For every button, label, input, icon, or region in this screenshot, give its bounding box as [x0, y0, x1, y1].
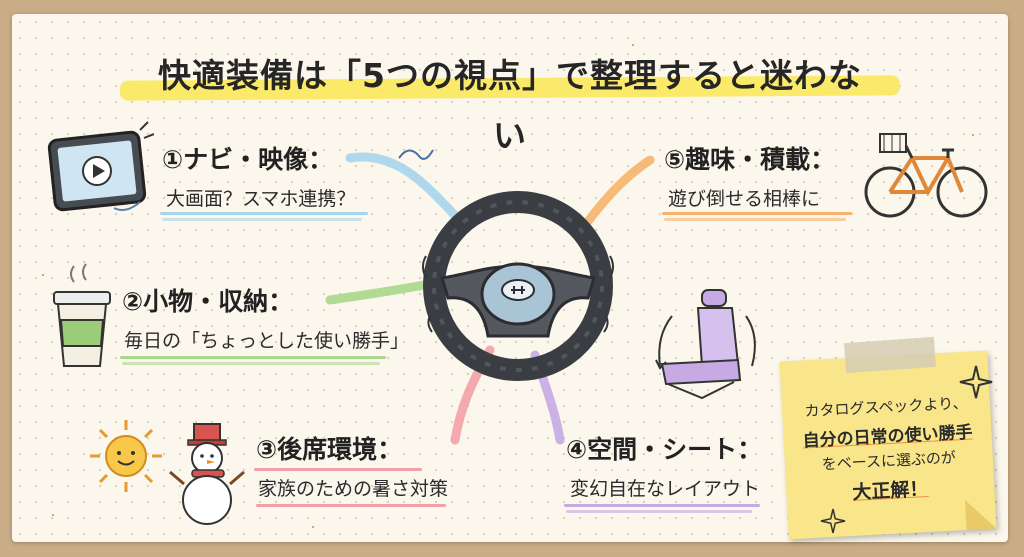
item-heading-3: ③後席環境： [256, 435, 403, 464]
coffee-cup-icon [53, 263, 111, 367]
item-heading-1: ①ナビ・映像： [162, 145, 334, 174]
car-seat-icon [655, 289, 756, 400]
item-sub-4: 変幻自在なレイアウト [570, 478, 761, 500]
tape-strip [844, 336, 936, 374]
sparkle-icon [820, 508, 846, 534]
item-underline-2 [120, 356, 386, 359]
tablet-icon [47, 121, 154, 212]
steering-wheel-icon [422, 191, 614, 381]
swirl-icon [398, 149, 434, 160]
item-sub-1: 大画面？スマホ連携？ [166, 188, 356, 210]
item-underline-4 [564, 504, 760, 507]
sun-icon [90, 420, 162, 492]
snowman-icon [169, 423, 245, 525]
item-sub-5: 遊び倒せる相棒に [668, 188, 821, 210]
item-sub-3: 家族のための暑さ対策 [258, 478, 449, 500]
item-heading-5: ⑤趣味・積載： [664, 145, 836, 174]
branch-1 [345, 152, 470, 231]
bicycle-icon [864, 133, 988, 218]
item-sub-2: 毎日の「ちょっとした使い勝手」 [124, 330, 410, 352]
item-underline-3 [254, 468, 422, 471]
item-underline-1 [160, 212, 368, 215]
item-underline-5 [662, 212, 852, 215]
sparkle-icon [959, 365, 993, 399]
item-heading-2: ②小物・収納： [122, 287, 294, 316]
item-heading-4: ④空間・シート： [566, 435, 763, 464]
page-title: 快適装備は「5つの視点」で整理すると迷わない [158, 56, 862, 155]
